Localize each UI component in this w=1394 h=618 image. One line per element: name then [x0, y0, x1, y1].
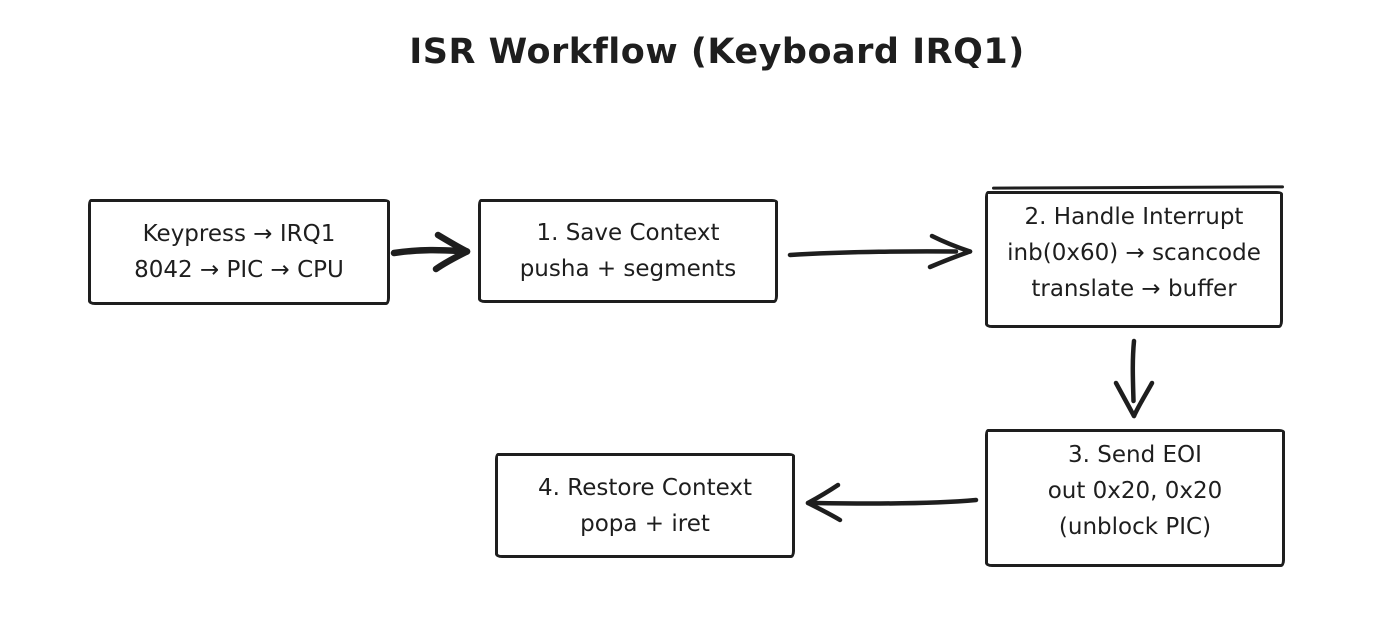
node-keypress-event: Keypress → IRQ1 8042 → PIC → CPU [88, 199, 390, 305]
node-line: (unblock PIC) [1058, 514, 1212, 540]
node-line: 4. Restore Context [538, 474, 752, 501]
arrow-right-icon [786, 233, 982, 275]
diagram-title: ISR Workflow (Keyboard IRQ1) [409, 32, 1025, 72]
node-save-context: 1. Save Context pusha + segments [478, 199, 778, 303]
node-line: pusha + segments [519, 256, 737, 282]
node-line: inb(0x60) → scancode [1007, 239, 1261, 266]
arrow-down-icon [1111, 337, 1157, 421]
arrow-left-icon [802, 481, 980, 523]
node-line: translate → buffer [1031, 275, 1237, 302]
node-send-eoi: 3. Send EOI out 0x20, 0x20 (unblock PIC) [985, 429, 1285, 567]
node-handle-interrupt: 2. Handle Interrupt inb(0x60) → scancode… [985, 191, 1283, 328]
arrow-right-icon [390, 231, 480, 275]
node-line: out 0x20, 0x20 [1047, 478, 1223, 504]
node-line: 8042 → PIC → CPU [134, 257, 344, 283]
node-line: 3. Send EOI [1068, 442, 1202, 468]
node-line: 2. Handle Interrupt [1024, 203, 1244, 230]
node-line: popa + iret [580, 510, 710, 537]
node-line: Keypress → IRQ1 [142, 221, 336, 247]
node-line: 1. Save Context [536, 220, 720, 246]
node-restore-context: 4. Restore Context popa + iret [495, 453, 795, 558]
